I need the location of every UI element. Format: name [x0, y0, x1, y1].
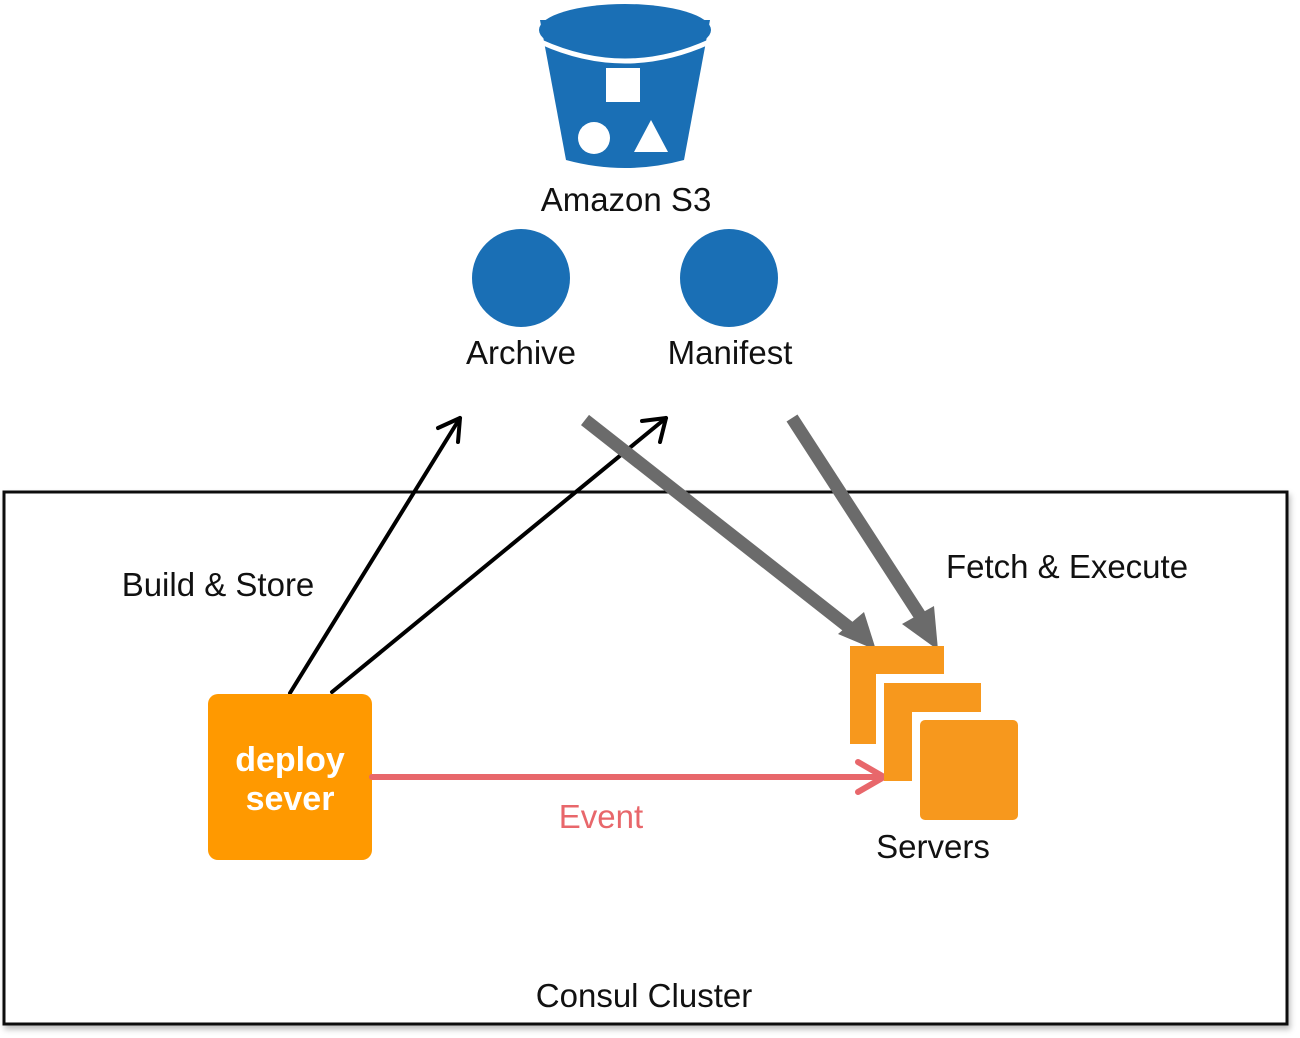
servers-label: Servers	[876, 828, 990, 865]
deploy-server-label-line2: sever	[246, 780, 335, 818]
build-store-arrow-archive[interactable]	[288, 416, 462, 695]
build-store-label: Build & Store	[122, 566, 315, 603]
fetch-execute-label: Fetch & Execute	[946, 548, 1188, 585]
deploy-server-label-line1: deploy	[235, 741, 345, 779]
consul-cluster-label: Consul Cluster	[536, 977, 752, 1014]
fetch-arrow-manifest[interactable]	[786, 414, 938, 650]
manifest-label: Manifest	[668, 334, 793, 371]
s3-bucket-icon[interactable]	[539, 4, 711, 168]
event-label: Event	[559, 798, 643, 835]
fetch-arrow-archive[interactable]	[580, 414, 876, 650]
server-stack-icon[interactable]	[850, 646, 1018, 820]
s3-label: Amazon S3	[541, 181, 712, 218]
build-store-arrow-manifest[interactable]	[330, 416, 668, 694]
deploy-server-node[interactable]: deploy sever	[208, 694, 372, 860]
archive-node[interactable]	[472, 229, 570, 327]
manifest-node[interactable]	[680, 229, 778, 327]
archive-label: Archive	[466, 334, 576, 371]
